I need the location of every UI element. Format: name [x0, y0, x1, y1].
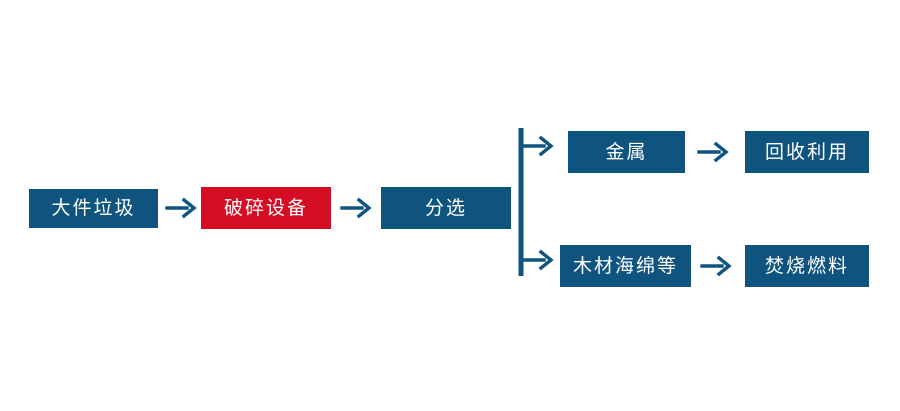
node-sorting[interactable]: 分选: [381, 187, 511, 229]
node-bulky-waste[interactable]: 大件垃圾: [29, 189, 158, 228]
arrow-right-icon: [165, 195, 199, 221]
node-incineration-fuel[interactable]: 焚烧燃料: [745, 245, 869, 287]
arrow-right-icon: [340, 195, 374, 221]
node-recycling-reuse[interactable]: 回收利用: [745, 131, 869, 173]
node-metal[interactable]: 金属: [568, 131, 685, 173]
branch-connector: [518, 126, 563, 278]
arrow-right-icon: [697, 139, 731, 165]
node-wood-sponge-etc[interactable]: 木材海绵等: [560, 245, 691, 287]
arrow-right-icon: [700, 253, 734, 279]
node-crusher-equipment[interactable]: 破碎设备: [201, 187, 331, 229]
